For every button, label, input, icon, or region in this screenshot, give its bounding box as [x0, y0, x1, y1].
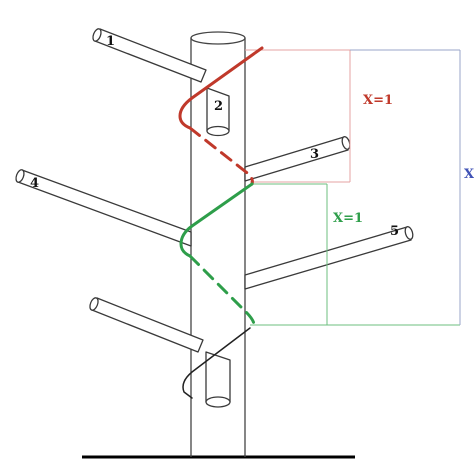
branch-label-5: 5	[390, 224, 399, 239]
branch-label-2: 2	[214, 99, 223, 114]
branch-2	[206, 87, 230, 137]
branch-label-3: 3	[310, 147, 319, 162]
total-interval-label: X	[464, 167, 474, 182]
branch-1	[92, 28, 207, 83]
branch-label-4: 4	[30, 176, 39, 191]
red-interval-label: X=1	[363, 93, 393, 108]
branch-5	[244, 226, 414, 290]
green-interval-label: X=1	[333, 211, 363, 226]
branch-6	[89, 297, 204, 353]
branch-3	[244, 136, 351, 182]
helix-lower-black	[182, 327, 251, 399]
main-stem	[190, 31, 246, 457]
branch-4	[15, 169, 192, 247]
helix-green	[179, 182, 256, 327]
branch-label-1: 1	[106, 34, 115, 49]
branch-7	[205, 351, 231, 408]
